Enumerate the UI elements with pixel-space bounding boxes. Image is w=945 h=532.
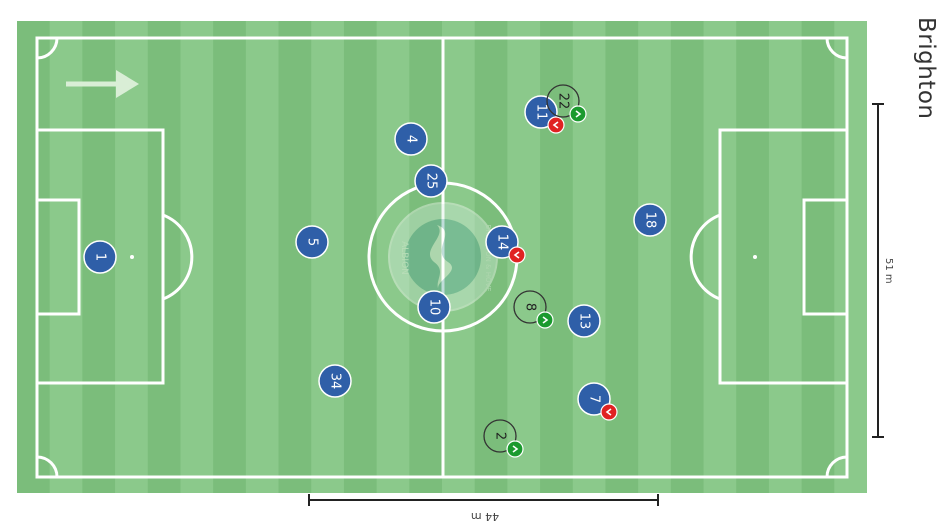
length-dimension-bar <box>308 494 659 506</box>
player-number: 18 <box>643 212 658 229</box>
width-dimension-bar <box>872 103 884 438</box>
player-number: 10 <box>427 299 442 316</box>
player-number: 13 <box>577 313 592 330</box>
player-circle <box>318 364 352 398</box>
club-badge: ALBION BRIGHTON & HOVE <box>388 202 498 312</box>
player-marker: 4 <box>394 122 428 156</box>
player-marker: 13 <box>567 304 601 338</box>
player-number: 7 <box>587 395 602 403</box>
player-marker: 10 <box>417 290 451 324</box>
player-marker: 25 <box>414 164 448 198</box>
player-number: 1 <box>93 253 108 261</box>
player-marker: 22 <box>546 84 587 123</box>
player-number: 8 <box>523 303 538 311</box>
player-circle <box>513 290 547 324</box>
corner-arc-bottom-right <box>825 455 848 478</box>
sub-off-icon <box>508 246 526 264</box>
corner-arc-top-left <box>36 37 59 60</box>
grass-stripe <box>605 21 639 493</box>
badge-text-right: BRIGHTON & HOVE <box>484 224 492 291</box>
sub-on-icon <box>506 440 524 458</box>
player-circle <box>414 164 448 198</box>
player-marker: 5 <box>295 225 329 259</box>
right-penalty-spot <box>753 255 757 259</box>
chevron-left-icon <box>605 408 612 416</box>
player-marker: 7 <box>577 382 618 421</box>
grass-stripe <box>670 21 704 493</box>
player-marker: 14 <box>485 225 526 264</box>
player-number: 34 <box>328 373 343 390</box>
player-number: 5 <box>305 238 320 246</box>
badge-inner-disc <box>405 219 481 295</box>
player-number: 25 <box>424 173 439 190</box>
player-marker: 18 <box>633 203 667 237</box>
sub-off-icon <box>547 116 565 134</box>
player-number: 4 <box>404 135 419 143</box>
player-marker: 8 <box>513 290 554 329</box>
grass-stripe <box>213 21 246 493</box>
left-penalty-arc <box>162 213 194 301</box>
player-circle <box>524 95 558 129</box>
player-circle <box>577 382 611 416</box>
chevron-right-icon <box>542 316 549 324</box>
player-circle <box>546 84 580 118</box>
player-circle <box>295 225 329 259</box>
sub-on-icon <box>569 105 587 123</box>
player-circle <box>483 419 517 453</box>
grass-stripe <box>409 21 442 493</box>
player-marker: 34 <box>318 364 352 398</box>
chevron-left-icon <box>552 121 559 129</box>
seagull-icon <box>429 225 452 292</box>
player-number: 2 <box>493 432 508 440</box>
length-dimension-label: 44 m <box>470 510 500 523</box>
player-circle <box>633 203 667 237</box>
chevron-right-icon <box>512 445 519 453</box>
player-number: 14 <box>495 234 510 251</box>
left-penalty-spot <box>130 255 134 259</box>
player-circle <box>417 290 451 324</box>
players: 1 5 34 4 25 10 14 11 18 13 7 22 8 2 <box>83 84 667 458</box>
grass-stripe <box>17 21 50 493</box>
left-goal-area <box>35 198 81 316</box>
width-dimension-label: 51 m <box>883 258 894 284</box>
attack-direction-arrow-icon <box>66 70 139 98</box>
right-penalty-arc <box>689 213 721 301</box>
player-number: 11 <box>534 104 549 121</box>
corner-arc-bottom-left <box>36 455 59 478</box>
player-circle <box>485 225 519 259</box>
right-goal-area <box>802 198 849 316</box>
team-name: Brighton <box>913 16 939 120</box>
corner-arc-top-right <box>825 37 848 60</box>
sub-on-icon <box>536 311 554 329</box>
grass-stripe <box>736 21 769 493</box>
player-marker: 11 <box>524 95 565 134</box>
chevron-left-icon <box>513 251 520 259</box>
sub-off-icon <box>600 403 618 421</box>
player-circle <box>83 240 117 274</box>
badge-text-left: ALBION <box>399 241 409 275</box>
chevron-right-icon <box>575 110 582 118</box>
player-circle <box>567 304 601 338</box>
player-marker: 2 <box>483 419 524 458</box>
grass-stripe <box>343 21 377 493</box>
grass-stripe <box>801 21 835 493</box>
player-circle <box>394 122 428 156</box>
player-number: 22 <box>556 93 571 110</box>
player-marker: 1 <box>83 240 117 274</box>
